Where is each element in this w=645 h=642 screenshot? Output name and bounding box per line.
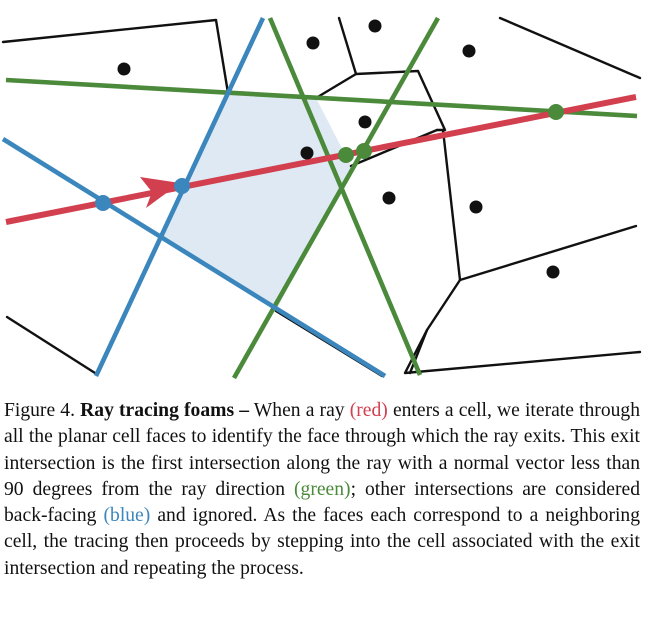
dot-icon: [358, 115, 372, 129]
cell-edge: [5, 315, 97, 375]
green-face: [5, 77, 638, 119]
dot-icon: [368, 19, 382, 33]
back-facing-faces: [1, 17, 387, 378]
green-face: [267, 17, 423, 376]
ray: [5, 94, 637, 225]
cell-edge: [314, 72, 358, 100]
current-cell-highlight: [160, 93, 351, 311]
dot-icon: [306, 36, 320, 50]
blue-intersection-dot: [174, 178, 190, 194]
cell-edge: [1, 18, 230, 95]
caption-red-term: (red): [349, 400, 388, 421]
blue-intersection-dot: [95, 195, 111, 211]
caption-title: Ray tracing foams –: [80, 400, 250, 421]
green-intersection-dot: [338, 147, 354, 163]
caption-text: ; other intersections are considered bac…: [4, 478, 640, 527]
caption-label: Figure 4.: [4, 400, 75, 421]
cell-edge: [408, 328, 429, 375]
caption-blue-term: (blue): [103, 505, 151, 527]
ray-line: [5, 94, 637, 225]
dot-icon: [546, 265, 560, 279]
dot-icon: [382, 191, 396, 205]
exit-faces: [5, 16, 638, 380]
caption-text: enters a cell, we iterate through all th…: [4, 400, 641, 500]
seed-points: [117, 19, 560, 279]
blue-face: [93, 17, 266, 377]
caption-green-term: (green): [294, 478, 351, 500]
caption-text: and ignored. As the faces each correspon…: [4, 505, 641, 579]
dot-icon: [117, 62, 131, 76]
green-face: [231, 16, 441, 380]
green-intersection-dot: [548, 104, 564, 120]
figure-illustration: [1, 16, 642, 380]
caption-text: When a ray: [253, 400, 345, 421]
dot-icon: [462, 44, 476, 58]
cell-edge: [458, 224, 638, 282]
cell-edge: [498, 16, 642, 80]
green-intersection-dot: [356, 143, 372, 159]
arrowhead-icon: [140, 177, 180, 208]
ray-tracing-diagram: [1, 16, 642, 380]
figure-caption: Figure 4. Ray tracing foams – When a ray…: [4, 398, 640, 582]
cell-edge: [403, 128, 642, 375]
intersections: [95, 104, 564, 211]
dot-icon: [300, 146, 314, 160]
dot-icon: [469, 200, 483, 214]
blue-face: [1, 137, 387, 378]
